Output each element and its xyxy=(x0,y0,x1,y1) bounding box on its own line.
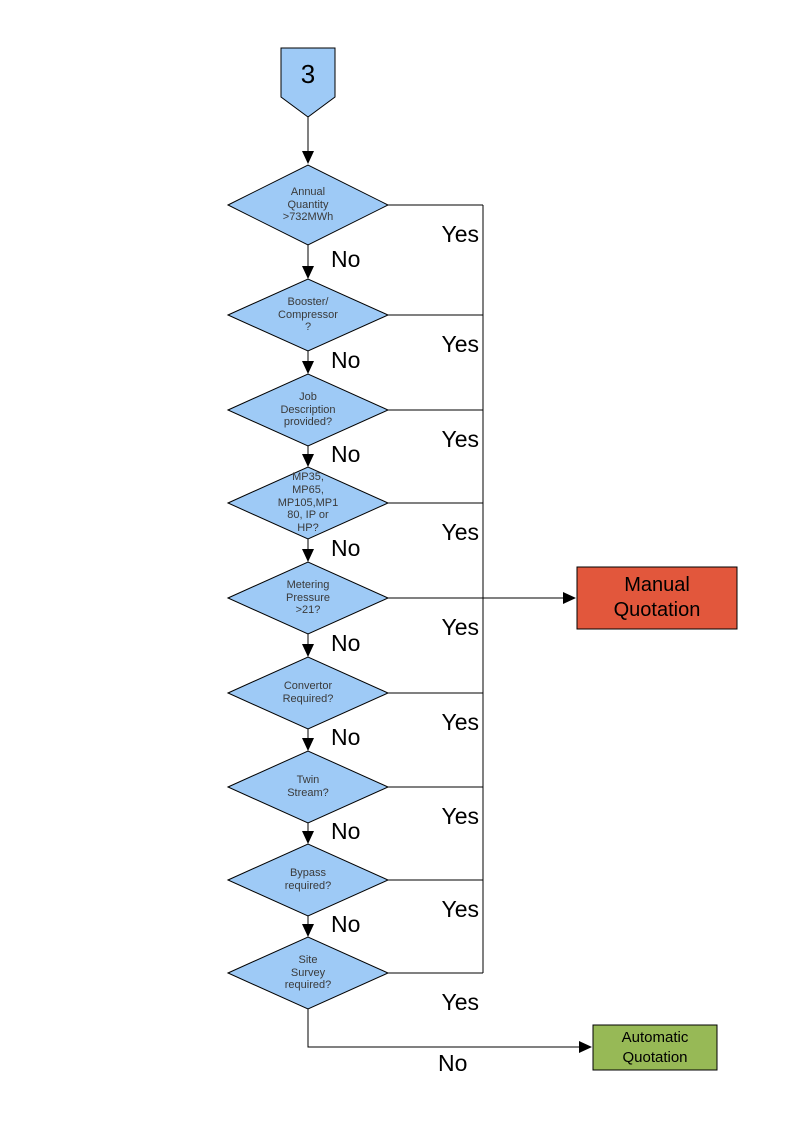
no-label: No xyxy=(331,629,361,656)
automatic-quotation-label: Automatic Quotation xyxy=(621,1029,689,1066)
decision-diamond xyxy=(226,278,390,352)
automatic-branch-arrow xyxy=(307,1009,592,1053)
no-label: No xyxy=(331,246,361,272)
yes-label: Yes xyxy=(441,519,479,545)
manual-quotation-box xyxy=(576,566,738,630)
yes-label: Yes xyxy=(441,989,479,1015)
decision-diamond xyxy=(226,656,390,730)
decision-label: Booster/ Compressor ? xyxy=(278,295,338,334)
decision-diamond xyxy=(226,373,390,447)
decision-diamond xyxy=(226,936,390,1010)
decision-diamond xyxy=(226,561,390,635)
yes-label: Yes xyxy=(441,803,479,829)
decision-diamond xyxy=(226,466,390,540)
decision-diamond xyxy=(226,843,390,917)
no-label: No xyxy=(331,440,361,467)
no-label: No xyxy=(331,910,361,937)
decision-diamond xyxy=(226,750,390,824)
yes-label: Yes xyxy=(441,331,479,357)
offpage-connector-shape xyxy=(280,47,336,118)
decision-label: Bypass required? xyxy=(284,867,332,892)
yes-label: Yes xyxy=(441,614,479,640)
decision-label: Site Survey required? xyxy=(284,953,332,992)
decision-label: Job Description provided? xyxy=(280,390,336,429)
no-label: No xyxy=(331,817,361,844)
yes-label: Yes xyxy=(441,221,479,247)
decision-label: Twin Stream? xyxy=(287,774,329,799)
offpage-connector-label: 3 xyxy=(300,58,316,89)
no-label: No xyxy=(438,1050,468,1076)
yes-label: Yes xyxy=(441,709,479,735)
yes-label: Yes xyxy=(441,426,479,452)
yes-label: Yes xyxy=(441,896,479,922)
manual-quotation-label: Manual Quotation xyxy=(613,574,701,621)
decision-diamond xyxy=(226,164,390,246)
no-label: No xyxy=(331,534,361,561)
automatic-quotation-box xyxy=(592,1024,718,1071)
decision-label: Metering Pressure >21? xyxy=(285,578,331,617)
decision-label: MP35, MP65, MP105,MP1 80, IP or HP? xyxy=(277,470,339,535)
no-label: No xyxy=(331,346,361,373)
decision-label: Convertor Required? xyxy=(282,680,334,705)
decision-label: Annual Quantity >732MWh xyxy=(282,185,334,224)
no-label: No xyxy=(331,724,361,750)
